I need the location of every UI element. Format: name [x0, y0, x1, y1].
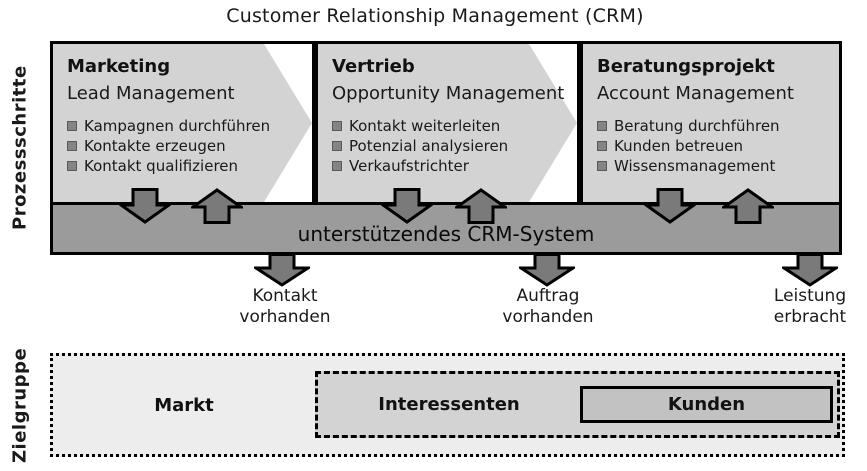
square-bullet-icon: [332, 161, 342, 171]
flow-up-arrow-icon: [722, 188, 774, 224]
flow-up-arrow-icon: [191, 188, 243, 224]
step-bullet-list: Kampagnen durchführen Kontakte erzeugen …: [67, 116, 304, 176]
chevron-arrow-shape: [318, 44, 577, 202]
bullet-item: Kontakt weiterleiten: [332, 116, 569, 136]
step-bullet-list: Beratung durchführen Kunden betreuen Wis…: [597, 116, 831, 176]
process-step-beratungsprojekt: Beratungsprojekt Account Management Bera…: [580, 41, 842, 205]
bullet-item: Kontakt qualifizieren: [67, 156, 304, 176]
milestone-arrow-icon: [519, 253, 575, 287]
chevron-arrow-shape: [53, 44, 312, 202]
bullet-item: Kontakte erzeugen: [67, 136, 304, 156]
square-bullet-icon: [597, 121, 607, 131]
markt-label: Markt: [154, 394, 214, 416]
milestone-label-leistung-erbracht: Leistung erbracht: [773, 286, 847, 327]
square-bullet-icon: [332, 121, 342, 131]
square-bullet-icon: [67, 161, 77, 171]
flow-down-arrow-icon: [119, 188, 171, 224]
target-group-markt-box: Markt Interessenten Kunden: [50, 353, 845, 457]
square-bullet-icon: [67, 141, 77, 151]
flow-down-arrow-icon: [644, 188, 696, 224]
step-subtitle: Opportunity Management: [332, 83, 565, 104]
step-name: Vertrieb: [332, 56, 415, 77]
step-name: Beratungsprojekt: [597, 56, 775, 77]
square-bullet-icon: [332, 141, 342, 151]
diagram-title: Customer Relationship Management (CRM): [226, 5, 644, 27]
bullet-item: Kampagnen durchführen: [67, 116, 304, 136]
target-group-interessenten-box: Interessenten Kunden: [315, 371, 840, 438]
flow-up-arrow-icon: [455, 188, 507, 224]
square-bullet-icon: [597, 141, 607, 151]
bullet-item: Kunden betreuen: [597, 136, 831, 156]
square-bullet-icon: [67, 121, 77, 131]
process-axis-label: Prozessschritte: [9, 65, 31, 231]
process-step-marketing: Marketing Lead Management Kampagnen durc…: [50, 41, 315, 205]
bullet-item: Verkaufstrichter: [332, 156, 569, 176]
step-bullet-list: Kontakt weiterleiten Potenzial analysier…: [332, 116, 569, 176]
square-bullet-icon: [597, 161, 607, 171]
bullet-item: Potenzial analysieren: [332, 136, 569, 156]
target-axis-label: Zielgruppe: [9, 347, 31, 463]
crm-system-bar: unterstützendes CRM-System: [50, 202, 842, 255]
step-subtitle: Account Management: [597, 83, 794, 104]
crm-system-bar-label: unterstützendes CRM-System: [297, 221, 595, 246]
step-subtitle: Lead Management: [67, 83, 235, 104]
process-step-vertrieb: Vertrieb Opportunity Management Kontakt …: [315, 41, 580, 205]
interessenten-label: Interessenten: [378, 394, 520, 415]
step-name: Marketing: [67, 56, 171, 77]
bullet-item: Beratung durchführen: [597, 116, 831, 136]
milestone-arrow-icon: [254, 253, 310, 287]
flow-down-arrow-icon: [381, 188, 433, 224]
bullet-item: Wissensmanagement: [597, 156, 831, 176]
milestone-arrow-icon: [782, 253, 838, 287]
target-group-kunden-box: Kunden: [580, 386, 833, 423]
milestone-label-kontakt-vorhanden: Kontakt vorhanden: [239, 286, 331, 327]
milestone-label-auftrag-vorhanden: Auftrag vorhanden: [502, 286, 594, 327]
